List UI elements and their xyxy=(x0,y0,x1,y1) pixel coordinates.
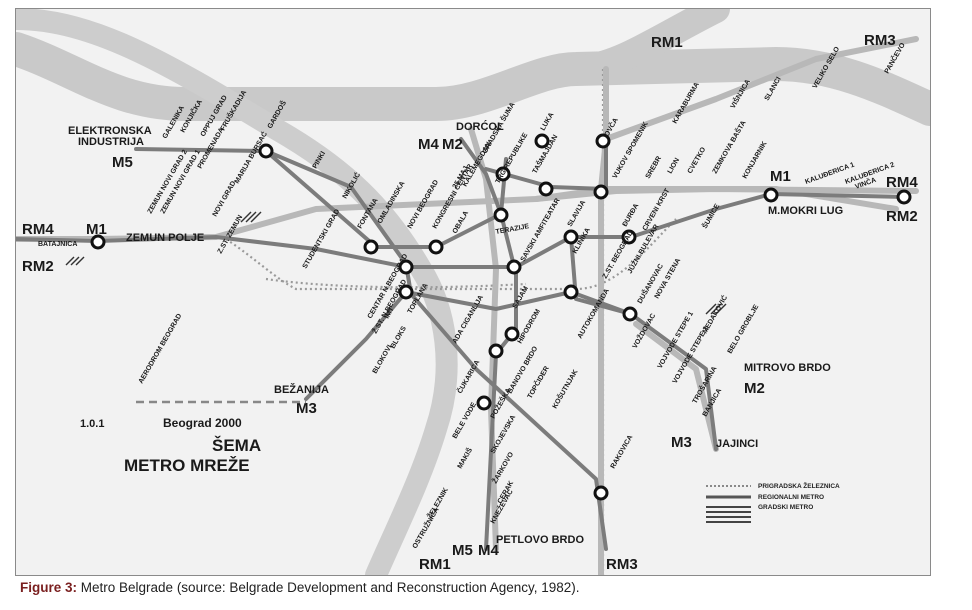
figure-caption-label: Figure 3: xyxy=(20,580,78,595)
station-omladinska xyxy=(363,239,379,255)
label-petlovo-brdo: PETLOVO BRDO xyxy=(496,534,584,546)
figure-caption: Figure 3: Metro Belgrade (source: Belgra… xyxy=(20,580,580,595)
area-labels: ELEKTRONSKA INDUSTRIJA DORĆOL M.MOKRI LU… xyxy=(38,120,843,546)
station-banovo-brdo xyxy=(476,395,492,411)
station-luka xyxy=(534,133,550,149)
station-rakovica xyxy=(593,485,609,501)
label-rm2-right: RM2 xyxy=(886,208,918,225)
label-m3-left: M3 xyxy=(296,400,317,417)
label-jajinci: JAJINCI xyxy=(716,438,758,450)
station-label: ŠUMICE xyxy=(700,202,722,230)
station-vukov xyxy=(593,184,609,200)
legend: PRIGRADSKA ŽELEZNICA REGIONALNI METRO GR… xyxy=(706,481,840,523)
station-label: TERAZIJE xyxy=(495,223,530,236)
station-rm4-right xyxy=(896,189,912,205)
station-label: SREBR xyxy=(645,155,663,180)
label-mokri-lug: M.MOKRI LUG xyxy=(768,205,843,217)
station-label: AERODROM BEOGRAD xyxy=(138,313,184,385)
station-label: BELO GROBLJE xyxy=(727,303,761,355)
station-ovca xyxy=(595,133,611,149)
station-label: SLAVIJA xyxy=(567,199,588,228)
station-hipodrom xyxy=(488,343,504,359)
station-kalemegdan xyxy=(495,166,511,182)
map-title-line1: ŠEMA xyxy=(212,436,261,455)
label-m2-right: M2 xyxy=(744,380,765,397)
station-label: BLOKS xyxy=(390,325,408,350)
title-block: 1.0.1 Beograd 2000 ŠEMA METRO MREŽE xyxy=(80,416,261,475)
label-bezanija: BEŽANIJA xyxy=(274,383,329,396)
label-rm2-left: RM2 xyxy=(22,258,54,275)
station-label: STUDENTSKI GRAD xyxy=(302,208,342,270)
label-m4-bottom: M4 xyxy=(478,542,499,559)
metro-map: PRIGRADSKA ŽELEZNICA REGIONALNI METRO GR… xyxy=(15,8,931,576)
station-label: ĐURĐA xyxy=(622,203,641,228)
label-zemun-polje: ZEMUN POLJE xyxy=(126,232,204,244)
station-zemun-polje xyxy=(90,234,106,250)
label-industrija: INDUSTRIJA xyxy=(78,136,144,148)
label-rm4-left: RM4 xyxy=(22,221,54,238)
station-mokri-lug xyxy=(763,187,779,203)
label-m2-top: M2 xyxy=(442,136,463,153)
station-label: TOPČIDER xyxy=(525,364,551,400)
station-djurdja xyxy=(621,229,637,245)
label-m1-left: M1 xyxy=(86,221,107,238)
label-mitrovo-brdo: MITROVO BRDO xyxy=(744,362,831,374)
figure-caption-text: Metro Belgrade (source: Belgrade Develop… xyxy=(77,580,580,595)
station-sajam xyxy=(504,326,520,342)
station-label: KONJARNIK xyxy=(742,140,769,180)
label-batajnica: BATAJNICA xyxy=(38,241,77,248)
station-label: HIPODROM xyxy=(517,308,542,345)
station-label: MAKIŠ xyxy=(455,446,474,470)
map-city-year: Beograd 2000 xyxy=(163,416,242,430)
legend-label-city: GRADSKI METRO xyxy=(758,504,813,511)
station-savski xyxy=(506,259,522,275)
hatched-depots xyxy=(65,211,727,315)
station-label: RAKOVICA xyxy=(610,434,635,470)
label-dorcol: DORĆOL xyxy=(456,120,504,133)
station-gardos xyxy=(258,143,274,159)
station-centar-nbg xyxy=(398,259,414,275)
interchange-stations xyxy=(90,133,912,501)
station-label: KOŠUTNJAK xyxy=(550,368,580,410)
label-m5-left: M5 xyxy=(112,154,133,171)
station-dusanovac xyxy=(622,306,638,322)
station-label: BLOKOVI xyxy=(372,344,394,375)
station-label: BELE VODE xyxy=(452,401,478,440)
legend-label-regional: REGIONALNI METRO xyxy=(758,494,824,501)
station-klinika xyxy=(563,284,579,300)
station-zst-nbg xyxy=(398,284,414,300)
label-m1-right: M1 xyxy=(770,168,791,185)
label-rm3-bottom: RM3 xyxy=(606,556,638,573)
station-label: CVETKO xyxy=(687,146,708,175)
river-danube xyxy=(16,9,930,126)
map-code: 1.0.1 xyxy=(80,418,104,430)
label-elektronska: ELEKTRONSKA xyxy=(68,125,152,137)
station-novi-beograd xyxy=(428,239,444,255)
label-rm1-top: RM1 xyxy=(651,34,683,51)
station-label: ČUKARICA xyxy=(455,358,481,395)
label-rm3-top: RM3 xyxy=(864,32,896,49)
label-m3-right: M3 xyxy=(671,434,692,451)
station-label: LION xyxy=(667,157,681,175)
station-label: LUKA xyxy=(540,112,556,132)
line-labels: RM1 RM3 RM4 M1 RM2 M5 M4 M2 M1 RM4 RM2 M… xyxy=(22,32,918,573)
label-rm1-bottom: RM1 xyxy=(419,556,451,573)
legend-label-suburban: PRIGRADSKA ŽELEZNICA xyxy=(758,481,840,490)
station-slavija xyxy=(563,229,579,245)
station-label: ZEMKOVA BAŠTA xyxy=(710,119,748,175)
station-trg-republike xyxy=(538,181,554,197)
map-title-line2: METRO MREŽE xyxy=(124,456,250,475)
label-m5-bottom: M5 xyxy=(452,542,473,559)
station-label: NOVI GRAD xyxy=(212,180,238,218)
metro-map-svg: PRIGRADSKA ŽELEZNICA REGIONALNI METRO GR… xyxy=(16,9,930,575)
station-terazije xyxy=(493,207,509,223)
label-rm4-right: RM4 xyxy=(886,174,918,191)
label-m4-top: M4 xyxy=(418,136,439,153)
